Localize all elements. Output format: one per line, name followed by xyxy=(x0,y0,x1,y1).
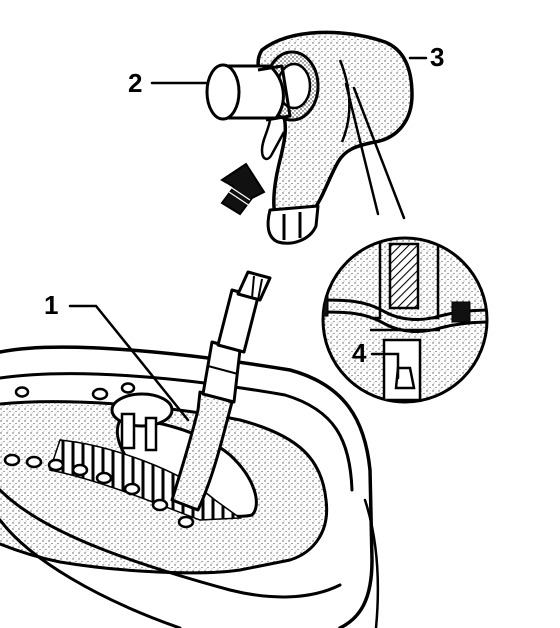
release-button xyxy=(205,63,292,161)
detail-connector-a xyxy=(344,82,380,216)
direction-arrow xyxy=(220,162,266,216)
leader-1 xyxy=(68,304,190,422)
leader-4 xyxy=(370,352,400,380)
callout-1: 1 xyxy=(44,290,58,320)
leader-lines xyxy=(68,56,428,422)
detail-magnifier xyxy=(321,236,489,404)
position-indicator-dots xyxy=(3,382,195,529)
selector-lever-handle xyxy=(256,30,414,245)
callout-3: 3 xyxy=(430,42,444,72)
detail-connector-b xyxy=(352,86,406,220)
selector-lever-shaft xyxy=(170,270,272,512)
callout-4: 4 xyxy=(352,338,367,368)
callout-2: 2 xyxy=(128,68,142,98)
